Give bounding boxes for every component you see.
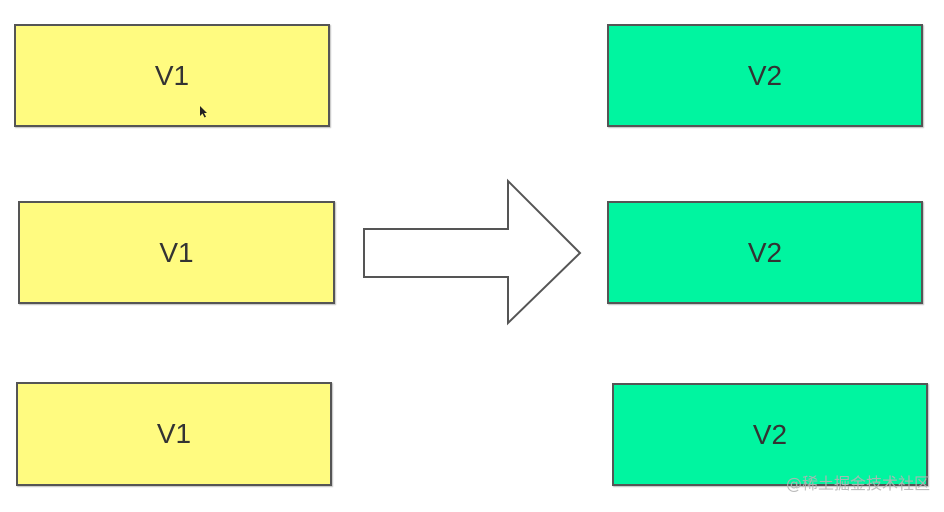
v2-box-bottom: V2 — [612, 383, 928, 486]
v1-box-label: V1 — [154, 59, 190, 91]
mouse-cursor-icon — [200, 106, 207, 118]
v2-box-label: V2 — [747, 236, 783, 268]
v1-box-middle: V1 — [18, 201, 335, 304]
v1-box-label: V1 — [159, 236, 194, 268]
v1-box-top: V1 — [14, 24, 330, 127]
v2-box-label: V2 — [747, 59, 783, 91]
v2-box-top: V2 — [607, 24, 923, 127]
v2-box-label: V2 — [752, 418, 788, 450]
v1-box-label: V1 — [156, 418, 192, 449]
watermark-text: @稀土掘金技术社区 — [785, 474, 930, 493]
right-arrow-icon — [363, 178, 582, 326]
v2-box-middle: V2 — [607, 201, 923, 304]
v1-box-bottom: V1 — [16, 382, 332, 486]
